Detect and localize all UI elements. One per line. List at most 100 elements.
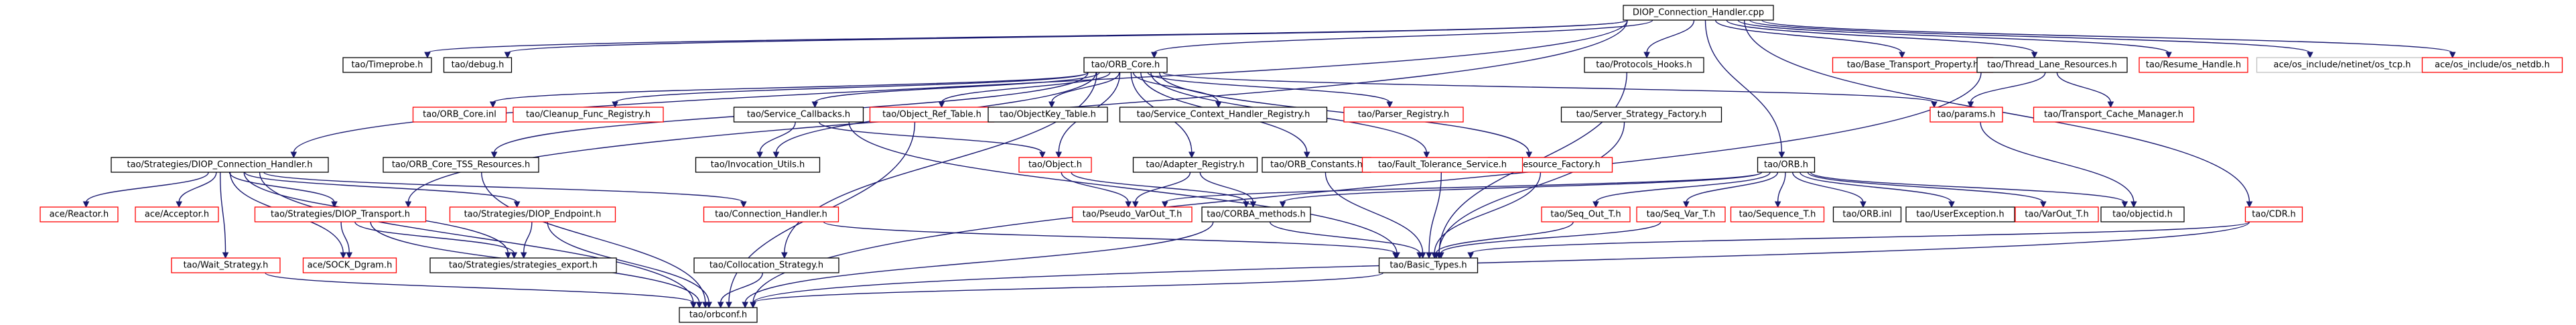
graph-node-netinet-tcp[interactable]: ace/os_include/netinet/os_tcp.h	[2256, 57, 2429, 73]
graph-node-server-strategy-factory[interactable]: tao/Server_Strategy_Factory.h	[1560, 107, 1722, 123]
graph-node-diop-cpp[interactable]: DIOP_Connection_Handler.cpp	[1623, 5, 1774, 21]
edge-orb-h-to-seq-out	[1595, 172, 1771, 203]
graph-node-seq-var[interactable]: tao/Seq_Var_T.h	[1636, 206, 1726, 222]
edge-arrowhead	[1778, 151, 1785, 159]
graph-node-service-callbacks[interactable]: tao/Service_Callbacks.h	[733, 107, 864, 123]
edge-orb-core-to-parser-registry	[1147, 72, 1390, 103]
node-box	[679, 307, 758, 323]
graph-node-debug[interactable]: tao/debug.h	[443, 57, 513, 73]
graph-node-ace-reactor[interactable]: ace/Reactor.h	[40, 206, 119, 222]
node-box	[1584, 57, 1704, 73]
graph-node-invocation-utils[interactable]: tao/Invocation_Utils.h	[695, 157, 821, 173]
graph-node-ace-acceptor[interactable]: ace/Acceptor.h	[135, 206, 219, 222]
edge-arrowhead	[705, 302, 712, 309]
edge-arrowhead	[1055, 151, 1063, 159]
edge-collocation-strategy-to-orbconf	[720, 272, 763, 304]
node-label: tao/Adapter_Registry.h	[1146, 160, 1244, 170]
graph-node-base-transport-property[interactable]: tao/Base_Transport_Property.h	[1832, 57, 1994, 73]
node-box	[111, 157, 329, 173]
node-label: ace/os_include/netinet/os_tcp.h	[2274, 60, 2411, 70]
graph-node-objectid[interactable]: tao/objectid.h	[2100, 206, 2185, 222]
graph-node-thread-lane-resources[interactable]: tao/Thread_Lane_Resources.h	[1976, 57, 2128, 73]
node-box	[40, 206, 119, 222]
edge-arrowhead	[424, 52, 431, 59]
edge-orb-core-to-cleanup-func	[614, 72, 1089, 103]
graph-node-orb-core-inl[interactable]: tao/ORB_Core.inl	[412, 107, 507, 123]
graph-node-adapter-registry[interactable]: tao/Adapter_Registry.h	[1132, 157, 1258, 173]
edge-service-callbacks-to-invocation-utils	[759, 121, 796, 153]
edge-orb-h-to-orb-inl	[1791, 172, 1864, 203]
graph-node-orb-inl[interactable]: tao/ORB.inl	[1832, 206, 1902, 222]
edge-arrowhead	[1526, 151, 1533, 159]
edge-arrowhead	[690, 302, 697, 309]
edge-diop-connection-handler-h-to-connection-handler	[263, 172, 744, 203]
edge-orb-h-to-corba-methods	[1282, 172, 1763, 203]
graph-node-fault-tolerance[interactable]: tao/Fault_Tolerance_Service.h	[1361, 157, 1523, 173]
edge-arrowhead	[781, 252, 788, 259]
node-label: tao/Fault_Tolerance_Service.h	[1378, 160, 1507, 170]
edge-cdr-to-orbconf	[752, 221, 2250, 304]
node-box	[1636, 206, 1726, 222]
graph-node-sequence-t[interactable]: tao/Sequence_T.h	[1730, 206, 1825, 222]
graph-node-object-ref-table[interactable]: tao/Object_Ref_Table.h	[869, 107, 995, 123]
edge-thread-lane-resources-to-transport-cache-manager	[2056, 72, 2112, 103]
edge-arrowhead	[1643, 52, 1650, 59]
edge-arrowhead	[504, 252, 512, 259]
node-label: tao/Timeprobe.h	[351, 60, 423, 70]
graph-node-corba-methods[interactable]: tao/CORBA_methods.h	[1201, 206, 1311, 222]
graph-node-orbconf[interactable]: tao/orbconf.h	[679, 307, 758, 323]
graph-node-varout-t[interactable]: tao/VarOut_T.h	[2015, 206, 2099, 222]
graph-node-cdr[interactable]: tao/CDR.h	[2244, 206, 2303, 222]
node-label: tao/Service_Context_Handler_Registry.h	[1137, 110, 1310, 120]
edge-arrowhead	[1967, 101, 1974, 109]
edge-diop-cpp-to-timeprobe	[427, 19, 1628, 54]
edge-arrowhead	[750, 302, 756, 309]
graph-node-seq-out[interactable]: tao/Seq_Out_T.h	[1541, 206, 1631, 222]
edge-arrowhead	[1426, 252, 1432, 259]
graph-node-diop-connection-handler-h[interactable]: tao/Strategies/DIOP_Connection_Handler.h	[111, 157, 329, 173]
graph-node-pseudo-var-out[interactable]: tao/Pseudo_VarOut_T.h	[1072, 206, 1193, 222]
node-label: tao/Strategies/DIOP_Connection_Handler.h	[127, 160, 312, 170]
edge-arrowhead	[1438, 252, 1444, 259]
graph-node-cleanup-func[interactable]: tao/Cleanup_Func_Registry.h	[513, 107, 664, 123]
node-box	[1201, 206, 1311, 222]
graph-node-wait-strategy[interactable]: tao/Wait_Strategy.h	[171, 257, 281, 273]
edge-arrowhead	[2449, 52, 2456, 59]
graph-node-resume-handle[interactable]: tao/Resume_Handle.h	[2139, 57, 2248, 73]
node-label: tao/CORBA_methods.h	[1207, 210, 1305, 220]
graph-node-objectkey-table[interactable]: tao/ObjectKey_Table.h	[988, 107, 1108, 123]
graph-node-orb-core-tss[interactable]: tao/ORB_Core_TSS_Resources.h	[383, 157, 539, 173]
graph-node-sock-dgram[interactable]: ace/SOCK_Dgram.h	[302, 257, 397, 273]
graph-node-os-netdb[interactable]: ace/os_include/os_netdb.h	[2421, 57, 2563, 73]
node-label: tao/Resource_Factory.h	[1500, 160, 1601, 170]
edge-arrowhead	[1899, 52, 1905, 59]
graph-node-parser-registry[interactable]: tao/Parser_Registry.h	[1343, 107, 1464, 123]
graph-node-basic-types[interactable]: tao/Basic_Types.h	[1378, 257, 1479, 273]
graph-node-connection-handler[interactable]: tao/Connection_Handler.h	[703, 206, 839, 222]
graph-node-strategies-export[interactable]: tao/Strategies/strategies_export.h	[429, 257, 617, 273]
node-box	[1905, 206, 2015, 222]
edge-arrowhead	[290, 151, 297, 159]
graph-node-object[interactable]: tao/Object.h	[1018, 157, 1092, 173]
graph-node-orb-h[interactable]: tao/ORB.h	[1757, 157, 1816, 173]
node-label: tao/params.h	[1938, 110, 1996, 120]
graph-node-collocation-strategy[interactable]: tao/Collocation_Strategy.h	[693, 257, 839, 273]
graph-node-orb-core[interactable]: tao/ORB_Core.h	[1083, 57, 1168, 73]
node-box	[2421, 57, 2563, 73]
graph-node-params[interactable]: tao/params.h	[1929, 107, 2003, 123]
graph-node-timeprobe[interactable]: tao/Timeprobe.h	[342, 57, 432, 73]
graph-node-transport-cache-manager[interactable]: tao/Transport_Cache_Manager.h	[2033, 107, 2195, 123]
edge-arrowhead	[489, 101, 496, 109]
graph-node-userexception[interactable]: tao/UserException.h	[1905, 206, 2015, 222]
edge-diop-cpp-to-os-netdb	[1761, 19, 2453, 54]
graph-node-service-context-handler[interactable]: tao/Service_Context_Handler_Registry.h	[1119, 107, 1328, 123]
edge-service-callbacks-to-basic-types	[848, 121, 1398, 254]
graph-node-diop-transport[interactable]: tao/Strategies/DIOP_Transport.h	[254, 206, 427, 222]
edge-arrowhead	[1249, 201, 1257, 208]
edge-orb-h-to-varout-t	[1807, 172, 2044, 203]
node-label: tao/ORB.h	[1764, 160, 1808, 170]
graph-node-orb-constants[interactable]: tao/ORB_Constants.h	[1262, 157, 1371, 173]
graph-node-protocols-hooks[interactable]: tao/Protocols_Hooks.h	[1584, 57, 1704, 73]
edge-arrowhead	[1150, 52, 1158, 59]
graph-node-diop-endpoint[interactable]: tao/Strategies/DIOP_Endpoint.h	[449, 206, 616, 222]
